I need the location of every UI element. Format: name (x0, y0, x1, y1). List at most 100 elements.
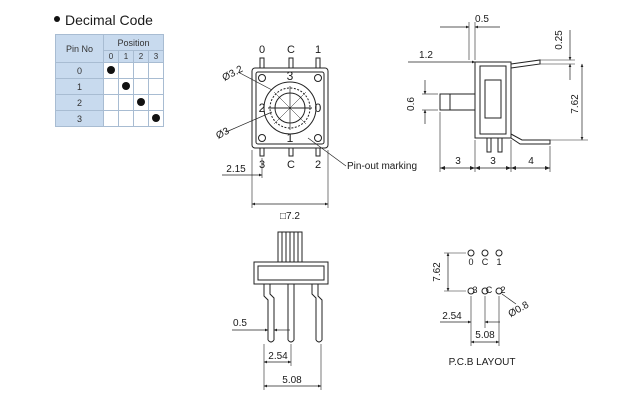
decimal-code-title: Decimal Code (54, 12, 153, 28)
pin-label: 3 (472, 285, 477, 295)
pin-bottom-left (259, 147, 265, 157)
dial-outer-ring (263, 81, 317, 135)
pinout-marking-label: Pin-out marking (347, 161, 417, 172)
pin-label: 1 (496, 257, 501, 267)
side-body (474, 61, 512, 139)
pin-label: 0 (468, 257, 473, 267)
code-dot (152, 113, 160, 122)
position-col-2: 2 (133, 50, 149, 63)
dim-label: 7.62 (570, 94, 581, 114)
pin-tips (267, 339, 323, 343)
leader-line (501, 293, 517, 305)
pin-label: 1 (55, 78, 104, 95)
top-view (222, 57, 347, 208)
pin-label: 3 (55, 110, 104, 127)
table-row: 2 (55, 94, 164, 111)
dim-label: Ø0.8 (507, 299, 532, 320)
corner-hole (258, 134, 266, 142)
dim-label: □7.2 (280, 211, 300, 222)
leader-line (237, 71, 273, 91)
dim-label: 7.62 (432, 262, 443, 282)
pcb-hole (481, 287, 489, 295)
side-pin (486, 137, 492, 153)
front-view-labels: 0.5 2.54 5.08 (233, 318, 302, 386)
code-dot (137, 97, 145, 106)
pcb-hole (467, 249, 475, 257)
table-row: 1 (55, 78, 164, 95)
dial-number: 0 (315, 101, 322, 115)
dim-label: Ø3 (214, 126, 231, 142)
side-view (408, 22, 588, 172)
front-view (232, 231, 329, 390)
pin-label: 1 (315, 44, 321, 56)
decimal-code-title-text: Decimal Code (65, 12, 153, 28)
pin-top-center (288, 57, 294, 69)
side-body-inner (479, 65, 507, 135)
switch-body-inner (255, 71, 325, 145)
side-lead-bottom (510, 133, 551, 145)
table-row: 3 (55, 110, 164, 127)
front-pin-left (263, 284, 275, 340)
leader-line (307, 137, 347, 167)
code-dot (107, 65, 115, 74)
corner-hole (258, 74, 266, 82)
front-body (253, 261, 329, 285)
dim-label: Ø3.2 (221, 64, 246, 84)
dim-label: 2.54 (268, 351, 288, 362)
side-pin (497, 137, 503, 153)
dim-label: 0.5 (233, 318, 247, 329)
code-cell-3-3 (148, 110, 164, 127)
corner-hole (314, 74, 322, 82)
decimal-code-table: Pin No Position 0 1 2 3 0 1 2 3 (55, 34, 164, 127)
dial-number: 2 (259, 101, 266, 115)
pin-label: C (482, 257, 489, 267)
pcb-hole (495, 249, 503, 257)
front-body-inner (257, 265, 325, 281)
dim-label: 4 (528, 156, 534, 167)
pin-label: 2 (500, 285, 505, 295)
pin-label: C (287, 159, 295, 171)
dim-label: 2.54 (442, 311, 462, 322)
pin-no-header: Pin No (55, 34, 104, 63)
dial-diagonal (273, 91, 307, 125)
side-view-labels: 0.5 0.25 1.2 0.6 7.62 3 3 4 (406, 14, 581, 167)
pcb-layout-labels: 0 C 1 3 C 2 7.62 2.54 5.08 Ø0.8 P.C.B LA… (432, 257, 531, 368)
pin-top-left (259, 57, 265, 69)
side-lead-top (510, 59, 541, 69)
pin-label: 2 (315, 159, 321, 171)
pcb-layout (440, 249, 517, 346)
pin-label: 0 (55, 62, 104, 79)
leader-line (225, 111, 273, 133)
dim-label: 0.5 (475, 14, 489, 25)
dim-label: 2.15 (226, 164, 246, 175)
position-col-3: 3 (148, 50, 164, 63)
dial-number: 3 (287, 69, 294, 83)
pin-label: 0 (259, 44, 265, 56)
pin-top-right (315, 57, 321, 69)
pin-label: C (486, 285, 493, 295)
front-pin-right (311, 284, 323, 340)
position-col-0: 0 (103, 50, 119, 63)
pcb-hole (495, 287, 503, 295)
side-window (484, 79, 502, 119)
dial-number: 1 (287, 131, 294, 145)
dim-label: 0.25 (554, 30, 565, 50)
dim-label: 5.08 (282, 375, 302, 386)
side-shaft (439, 93, 476, 111)
corner-hole (314, 134, 322, 142)
pcb-hole (481, 249, 489, 257)
pin-label: 3 (259, 159, 265, 171)
pin-label: 2 (55, 94, 104, 111)
front-pin-center (287, 284, 295, 340)
position-header: Position (103, 34, 164, 51)
pin-label: C (287, 44, 295, 56)
dim-label: 0.6 (406, 97, 417, 111)
pin-bottom-right (315, 147, 321, 157)
dim-label: 3 (455, 156, 461, 167)
pcb-layout-caption: P.C.B LAYOUT (449, 357, 516, 368)
pcb-hole (467, 287, 475, 295)
code-dot (122, 81, 130, 90)
dim-label: 5.08 (475, 330, 495, 341)
pin-bottom-center (288, 147, 294, 157)
